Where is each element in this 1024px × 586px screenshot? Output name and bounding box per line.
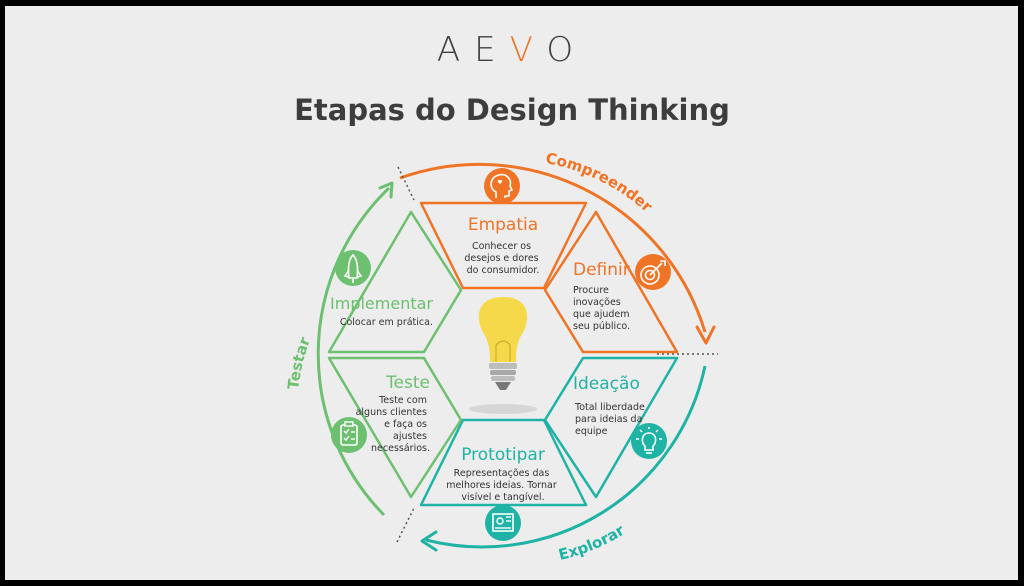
segment-definir xyxy=(543,210,679,354)
empatia-line-1: Conhecer os xyxy=(472,241,531,252)
stage-prototipar-title: Prototipar xyxy=(461,445,545,465)
arrow-understand xyxy=(399,162,707,333)
stage-empatia-title: Empatia xyxy=(468,215,538,235)
arrowhead-explore xyxy=(420,530,438,552)
definir-line-1: Procure xyxy=(573,285,609,296)
canvas xyxy=(5,6,1018,580)
prototipar-line-1: Representações das xyxy=(454,468,550,479)
stage-empatia-desc: Conhecer os desejos e dores do consumido… xyxy=(464,241,541,276)
blueprint-icon xyxy=(485,505,521,541)
prototipar-line-3: visível e tangível. xyxy=(461,492,544,503)
phase-test-text: Testar xyxy=(284,334,314,390)
stage-definir-desc: Procure inovações que ajudem seu público… xyxy=(573,285,633,332)
logo-mark: V xyxy=(509,30,547,70)
rocket-icon xyxy=(335,250,371,286)
checklist-icon xyxy=(331,417,367,453)
prototipar-line-2: melhores ideias. Tornar xyxy=(446,480,557,491)
implementar-line-1: Colocar em prática. xyxy=(340,317,433,328)
stage-teste-title: Teste xyxy=(385,373,430,393)
arrowhead-test xyxy=(378,181,394,199)
segment-empatia xyxy=(419,201,588,290)
phase-test: Testar xyxy=(284,334,314,390)
stage-prototipar-desc: Representações das melhores ideias. Torn… xyxy=(446,468,560,503)
arrow-explore xyxy=(425,365,707,549)
arrowhead-understand xyxy=(695,325,716,345)
ideacao-line-1: Total liberdade xyxy=(574,402,645,413)
segment-implementar xyxy=(327,210,463,354)
logo-left: AE xyxy=(436,30,510,70)
divider-bottom xyxy=(396,507,415,543)
phase-explore: Explorar xyxy=(557,521,628,564)
phase-explore-text: Explorar xyxy=(557,521,628,564)
definir-line-4: seu público. xyxy=(573,321,630,332)
phase-understand-text: Compreender xyxy=(544,149,656,216)
teste-line-4: ajustes xyxy=(393,431,427,442)
divider-top xyxy=(397,166,415,201)
teste-line-2: alguns clientes xyxy=(356,407,427,418)
teste-line-5: necessários. xyxy=(371,443,430,454)
center-lightbulb-icon xyxy=(469,297,537,414)
stage-ideacao-desc: Total liberdade para ideias da equipe xyxy=(574,402,648,437)
stage-definir-title: Definir xyxy=(573,260,630,280)
ideacao-line-2: para ideias da xyxy=(575,414,642,425)
ideacao-line-3: equipe xyxy=(575,426,608,437)
lightbulb-icon xyxy=(631,423,667,459)
teste-line-3: e faça os xyxy=(384,419,427,430)
definir-line-2: inovações xyxy=(573,297,621,308)
stage-implementar-title: Implementar xyxy=(330,294,433,313)
aevo-logo: AEVO xyxy=(0,30,1024,70)
teste-line-1: Teste com xyxy=(378,395,427,406)
page-title: Etapas do Design Thinking xyxy=(294,93,730,127)
empatia-line-2: desejos e dores xyxy=(464,253,538,264)
definir-line-3: que ajudem xyxy=(573,309,630,320)
empatia-line-3: do consumidor. xyxy=(467,265,540,276)
segment-prototipar xyxy=(419,418,588,507)
head-heart-icon xyxy=(484,168,520,204)
stage-ideacao-title: Ideação xyxy=(573,374,640,394)
arrow-test xyxy=(316,186,391,517)
segment-teste xyxy=(327,356,463,499)
stage-teste-desc: Teste com alguns clientes e faça os ajus… xyxy=(356,395,430,454)
target-icon xyxy=(635,254,671,290)
logo-right: O xyxy=(546,30,588,70)
outer-arrows xyxy=(316,162,718,552)
stage-implementar-desc: Colocar em prática. xyxy=(340,317,433,328)
phase-understand: Compreender xyxy=(544,149,656,216)
